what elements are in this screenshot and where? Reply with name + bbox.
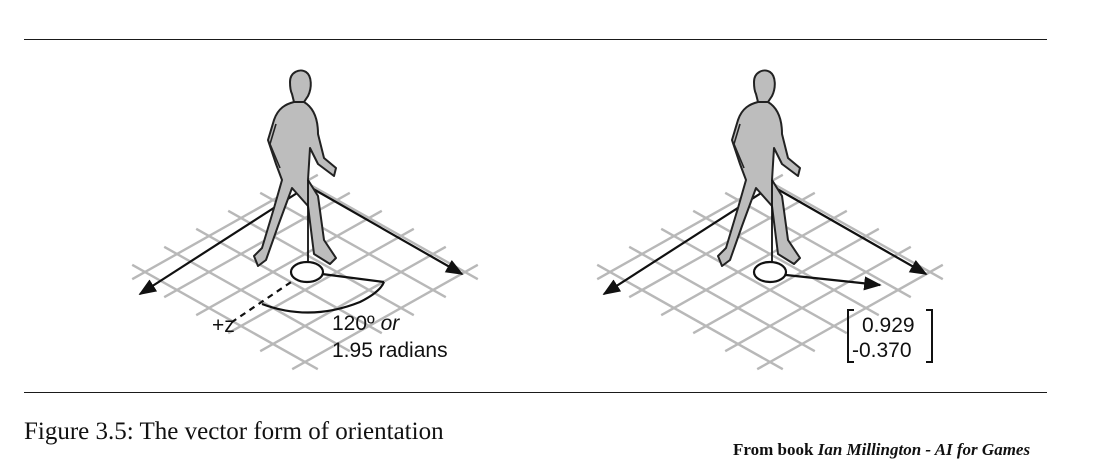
vector-z-component: -0.370 — [852, 339, 912, 362]
grid-line — [131, 263, 319, 371]
left-grid — [131, 173, 479, 371]
grid-line — [195, 227, 383, 335]
right-position-marker — [752, 260, 788, 284]
grid-line — [756, 263, 944, 371]
grid-line — [660, 227, 848, 335]
grid-line — [195, 209, 383, 317]
right-walking-figure — [717, 69, 801, 267]
grid-line — [628, 245, 816, 353]
grid-line — [291, 263, 479, 371]
grid-line — [660, 209, 848, 317]
bottom-rule — [24, 392, 1047, 393]
left-plus-z-dashed-line — [231, 275, 301, 323]
left-angle-arc — [261, 281, 386, 314]
angle-radians-label: 1.95 radians — [332, 339, 448, 362]
source-credit: From book Ian Millington - AI for Games — [733, 440, 1030, 460]
grid-line — [724, 245, 912, 353]
left-position-marker — [289, 260, 325, 284]
figure-caption: Figure 3.5: The vector form of orientati… — [24, 418, 444, 445]
vector-right-bracket — [926, 309, 933, 363]
left-walking-figure — [253, 69, 337, 267]
angle-degrees-label: 120º or — [332, 312, 400, 335]
right-orientation-vector-arrow — [785, 273, 882, 291]
grid-line — [227, 209, 415, 317]
grid-line — [692, 209, 880, 317]
left-orientation-line — [321, 272, 385, 284]
grid-line — [227, 227, 415, 335]
left-z-axis-arrow — [307, 185, 464, 275]
grid-line — [259, 245, 447, 353]
source-author-title: Ian Millington - AI for Games — [817, 440, 1031, 459]
grid-line — [163, 245, 351, 353]
left-panel: +z 120º or 1.95 radians — [131, 69, 479, 371]
top-rule — [24, 39, 1047, 40]
grid-line — [692, 227, 880, 335]
right-panel: 0.929 -0.370 — [596, 69, 944, 371]
vector-x-component: 0.929 — [862, 314, 915, 337]
grid-line — [259, 191, 447, 299]
grid-line — [596, 263, 784, 371]
source-prefix: From book — [733, 440, 818, 459]
right-z-axis-arrow — [771, 185, 928, 275]
axis-label-plus-z: +z — [212, 314, 235, 337]
vector-left-bracket — [847, 309, 854, 363]
